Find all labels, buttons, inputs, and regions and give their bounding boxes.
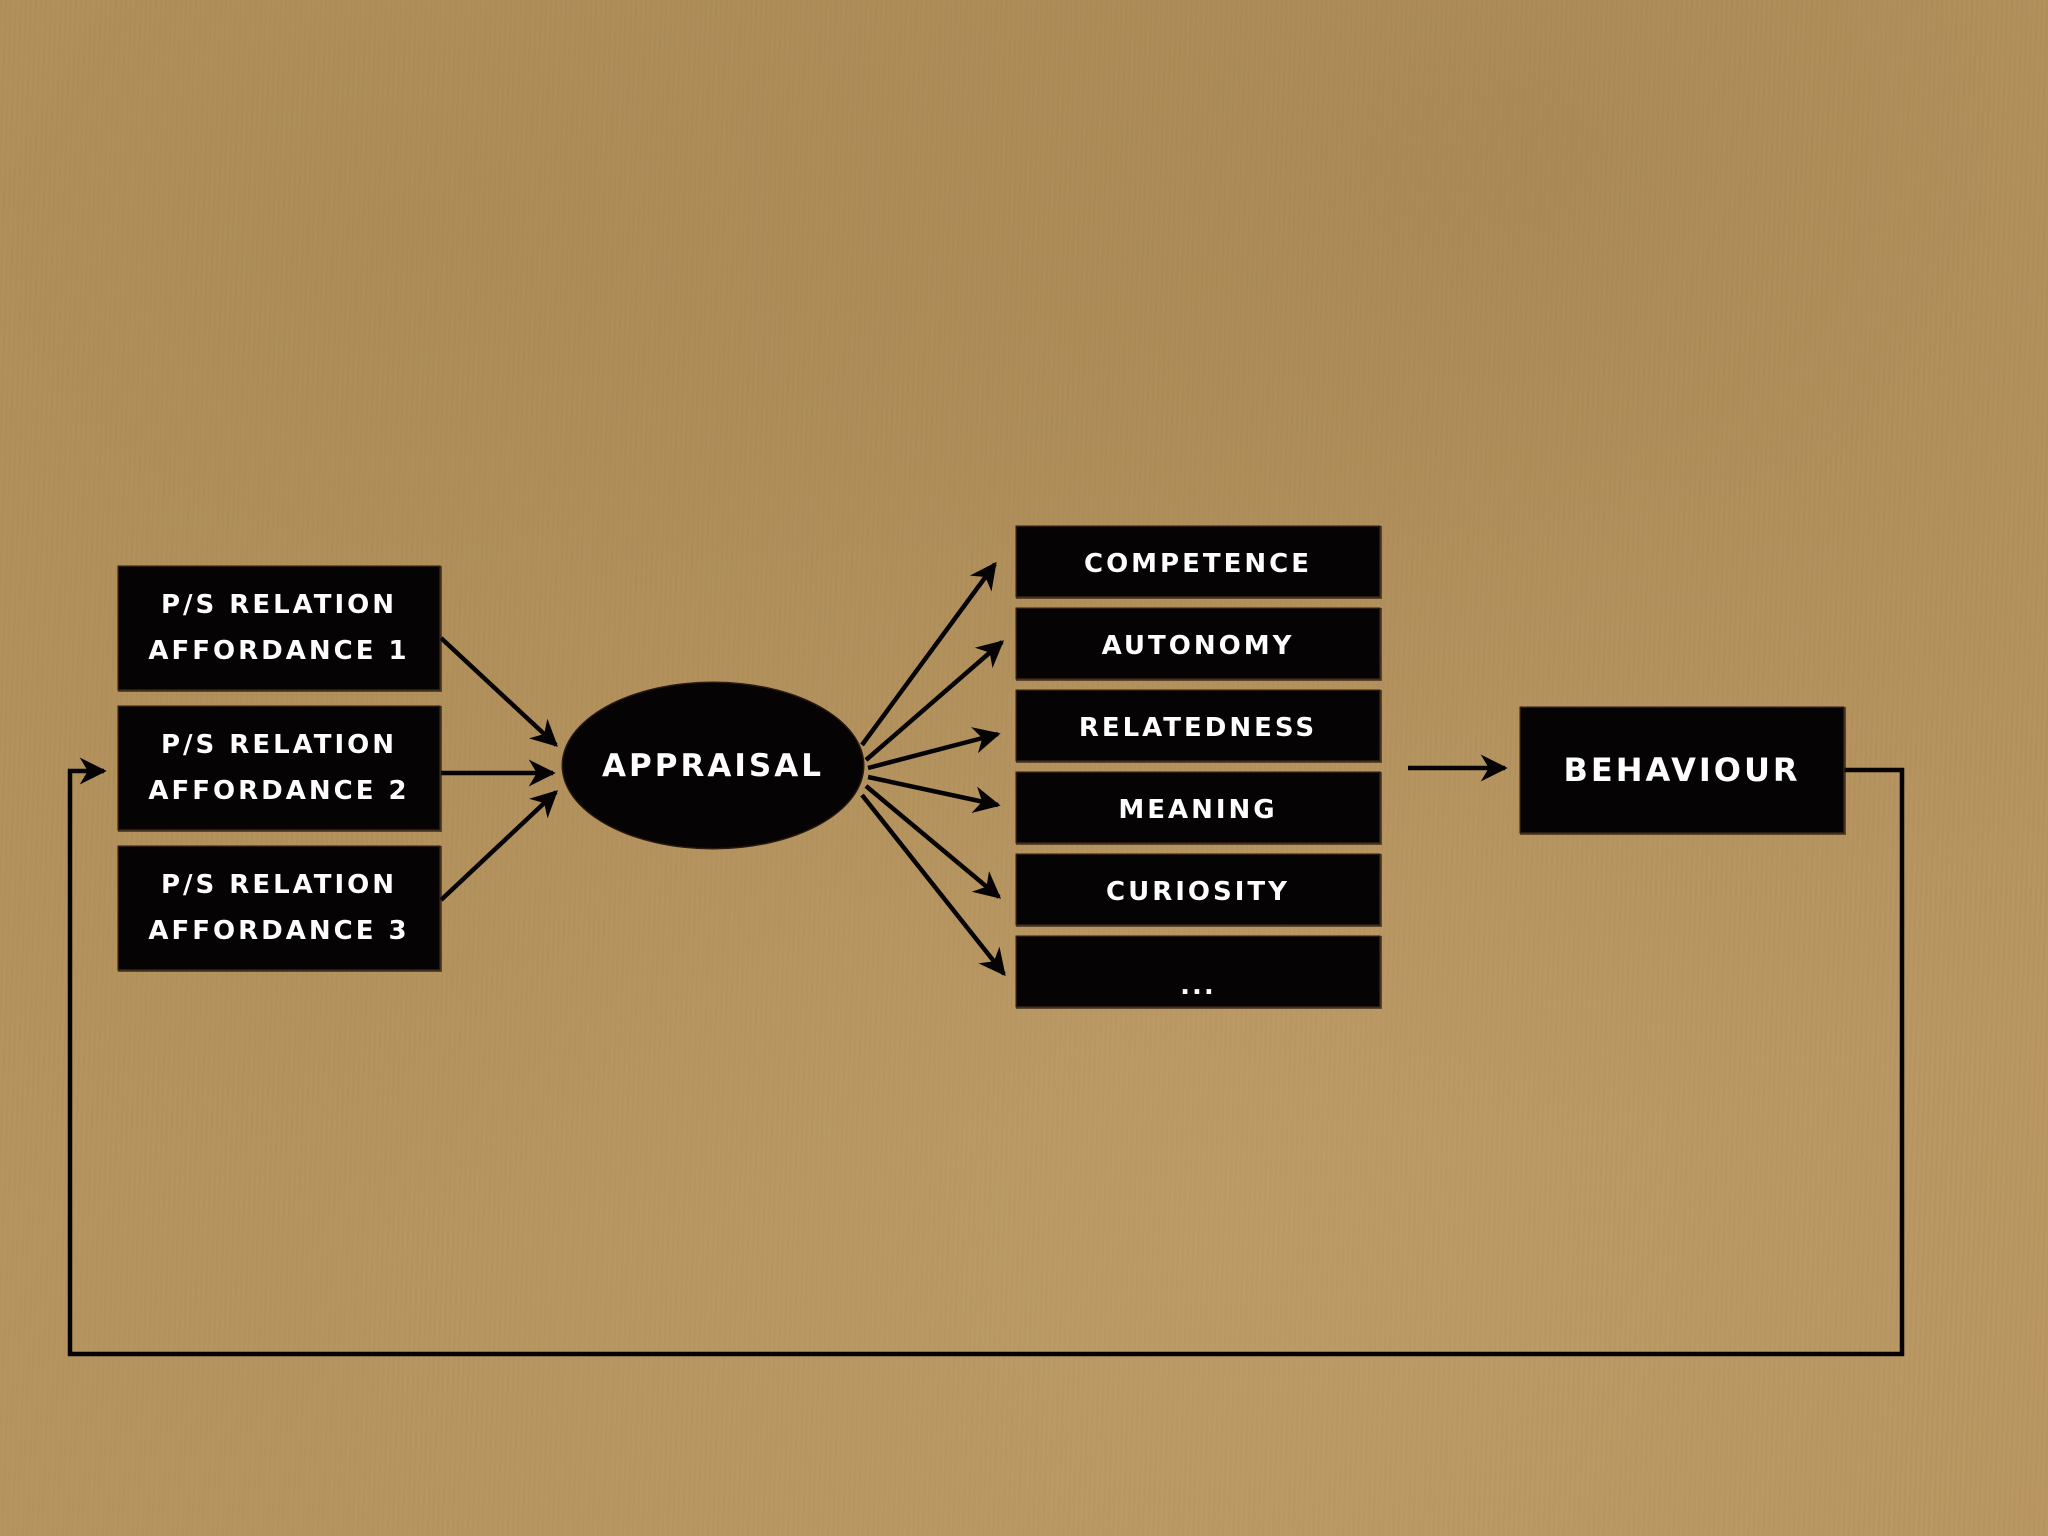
behaviour-node: BEHAVIOUR [1521, 708, 1843, 832]
need-box-relatedness: RELATEDNESS [1017, 691, 1379, 760]
need-box-autonomy: AUTONOMY [1017, 609, 1379, 678]
arrow-to-competence [860, 561, 997, 747]
appraisal-label: APPRAISAL [602, 747, 824, 784]
arrow-to-meaning [867, 774, 1001, 814]
input-label-line1: P/S RELATION [160, 590, 398, 620]
arrow-to-ellipsis [860, 793, 1006, 977]
need-box-curiosity: CURIOSITY [1017, 855, 1379, 924]
need-label: COMPETENCE [1084, 548, 1312, 579]
need-label: RELATEDNESS [1078, 712, 1318, 743]
arrow-to-relatedness [867, 727, 1001, 771]
input-label-line2: AFFORDANCE 2 [148, 776, 410, 806]
input-label-line2: AFFORDANCE 3 [148, 916, 410, 946]
arrow-to-autonomy [864, 640, 1005, 762]
need-label: CURIOSITY [1106, 876, 1290, 907]
input-box-affordance-2: P/S RELATION AFFORDANCE 2 [119, 707, 439, 829]
appraisal-node: APPRAISAL [563, 683, 863, 848]
input-label-line1: P/S RELATION [160, 730, 398, 760]
input-label-line2: AFFORDANCE 1 [148, 636, 410, 666]
input-label-line1: P/S RELATION [160, 870, 398, 900]
arrow-input3-to-appraisal [439, 790, 558, 902]
need-label: ... [1180, 970, 1216, 1001]
need-box-more: ... [1017, 937, 1379, 1006]
behaviour-label: BEHAVIOUR [1563, 751, 1801, 789]
arrow-to-curiosity [864, 784, 1002, 899]
input-box-affordance-1: P/S RELATION AFFORDANCE 1 [119, 567, 439, 689]
feedback-loop-line [67, 757, 1905, 1357]
need-label: MEANING [1118, 794, 1278, 825]
need-box-competence: COMPETENCE [1017, 527, 1379, 596]
need-box-meaning: MEANING [1017, 773, 1379, 842]
need-label: AUTONOMY [1101, 630, 1295, 661]
input-box-affordance-3: P/S RELATION AFFORDANCE 3 [119, 847, 439, 969]
arrow-input1-to-appraisal [439, 636, 558, 747]
